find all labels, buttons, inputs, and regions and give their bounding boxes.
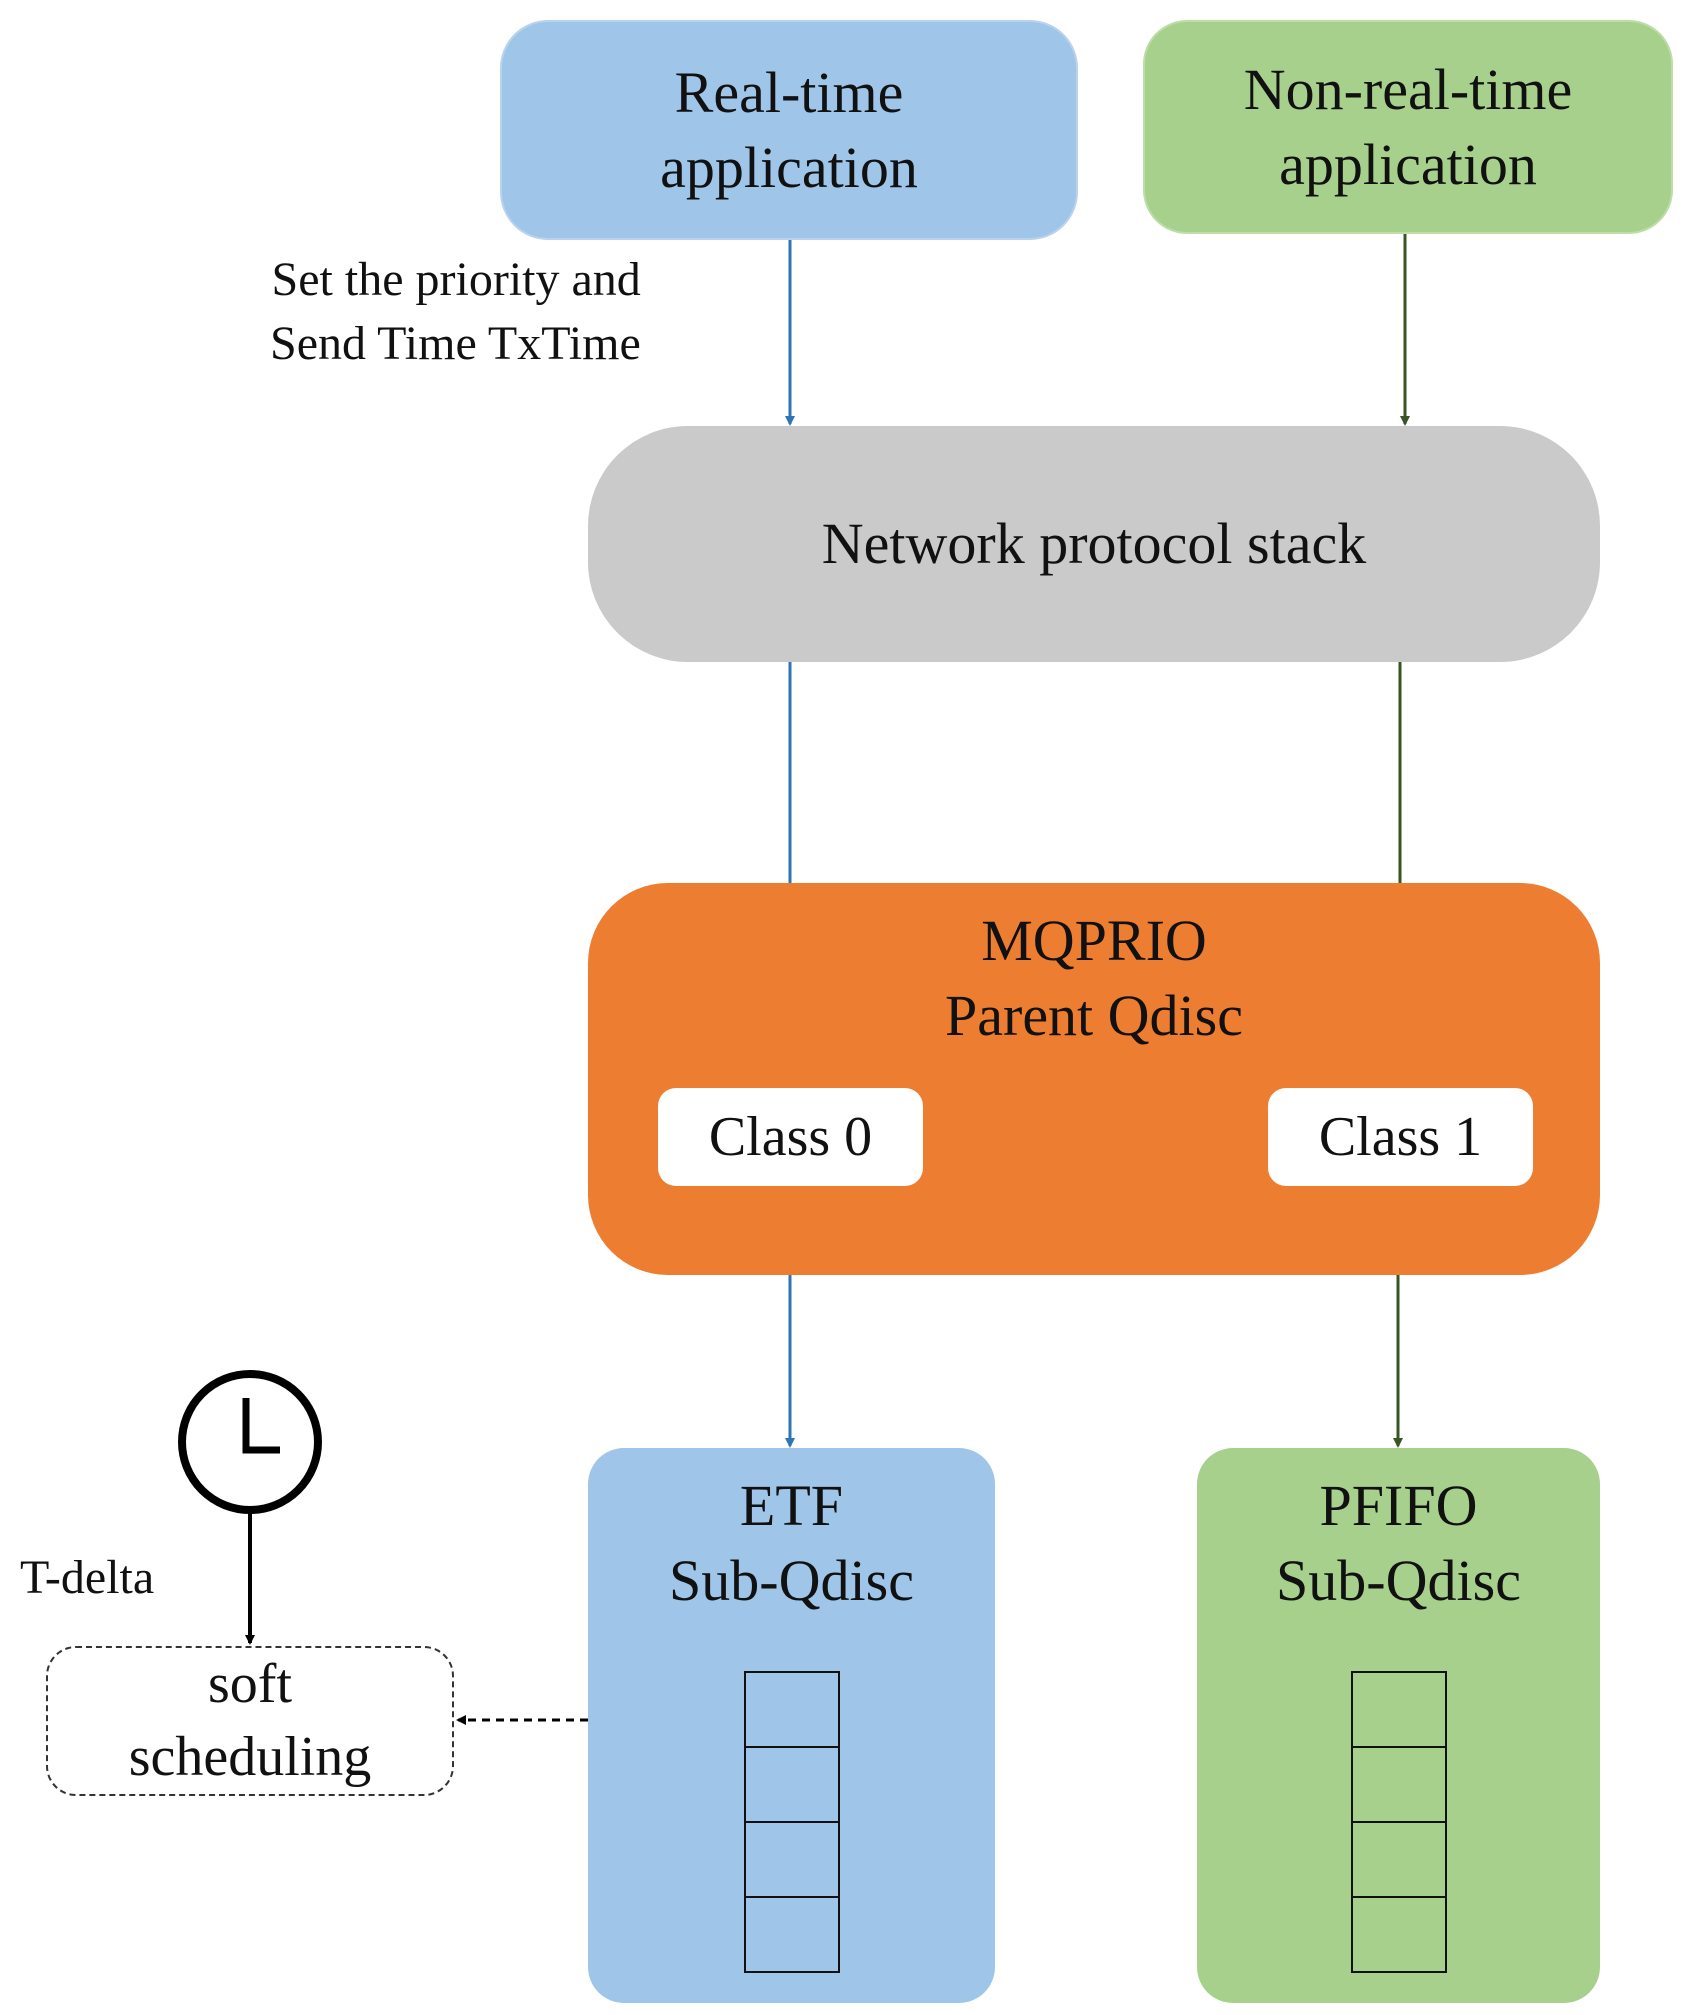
queue-slot xyxy=(745,1823,838,1898)
non-real-time-application-line1: Non-real-time xyxy=(1243,56,1573,122)
class-0-node: Class 0 xyxy=(658,1088,923,1186)
pfifo-title: PFIFO Sub-Qdisc xyxy=(1276,1468,1521,1619)
queue-slot xyxy=(1352,1823,1445,1898)
queue-slot xyxy=(745,1673,838,1748)
priority-label-line2: Send Time TxTime xyxy=(270,317,641,370)
soft-scheduling-line2: scheduling xyxy=(128,1726,372,1788)
etf-title-line1: ETF xyxy=(739,1473,844,1538)
mqprio-title: MQPRIO Parent Qdisc xyxy=(588,903,1600,1054)
non-real-time-application-node: Non-real-time application xyxy=(1143,20,1673,234)
network-protocol-stack-label: Network protocol stack xyxy=(821,511,1367,577)
queue-slot xyxy=(1352,1748,1445,1823)
mqprio-title-line1: MQPRIO xyxy=(981,908,1207,973)
queue-slot xyxy=(745,1898,838,1973)
pfifo-title-line1: PFIFO xyxy=(1319,1473,1478,1538)
etf-title-line2: Sub-Qdisc xyxy=(669,1548,914,1614)
class-1-node: Class 1 xyxy=(1268,1088,1533,1186)
priority-txtime-label: Set the priority and Send Time TxTime xyxy=(270,248,641,376)
etf-queue xyxy=(743,1671,840,1973)
pfifo-queue xyxy=(1350,1671,1447,1973)
clock-icon xyxy=(178,1370,322,1514)
mqprio-parent-qdisc-node: MQPRIO Parent Qdisc Class 0 Class 1 xyxy=(588,883,1600,1275)
etf-sub-qdisc-node: ETF Sub-Qdisc xyxy=(588,1448,995,2003)
queue-slot xyxy=(1352,1673,1445,1748)
priority-label-line1: Set the priority and xyxy=(271,253,641,306)
real-time-application-line1: Real-time xyxy=(674,59,904,125)
soft-scheduling-node: soft scheduling xyxy=(46,1646,454,1796)
mqprio-title-line2: Parent Qdisc xyxy=(945,983,1243,1049)
non-real-time-application-line2: application xyxy=(1279,132,1537,197)
queue-slot xyxy=(1352,1898,1445,1973)
real-time-application-node: Real-time application xyxy=(500,20,1078,240)
pfifo-sub-qdisc-node: PFIFO Sub-Qdisc xyxy=(1197,1448,1600,2003)
network-protocol-stack-node: Network protocol stack xyxy=(588,426,1600,662)
queue-slot xyxy=(745,1748,838,1823)
t-delta-label: T-delta xyxy=(20,1551,155,1604)
real-time-application-line2: application xyxy=(660,135,918,200)
soft-scheduling-line1: soft xyxy=(208,1653,292,1716)
pfifo-title-line2: Sub-Qdisc xyxy=(1276,1548,1521,1614)
etf-title: ETF Sub-Qdisc xyxy=(669,1468,914,1619)
